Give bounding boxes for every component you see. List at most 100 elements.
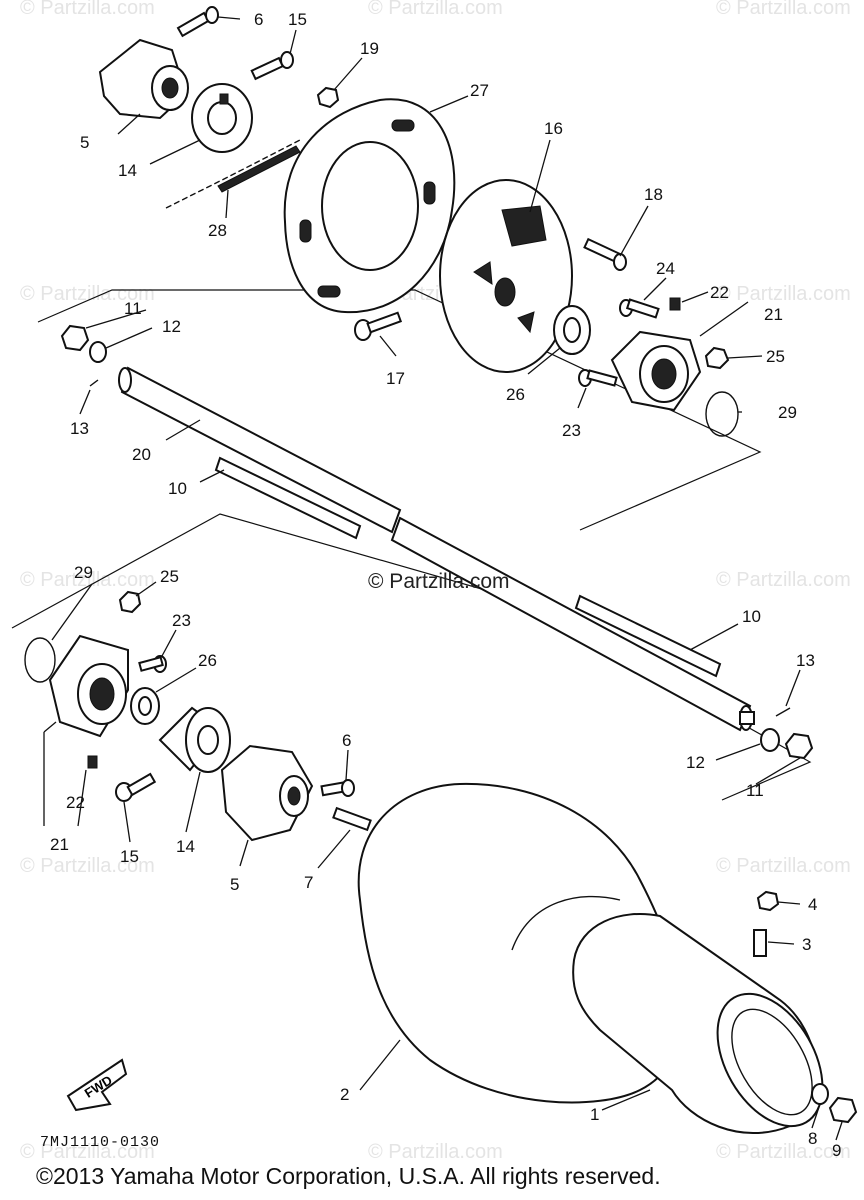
key-10-lower <box>574 594 722 678</box>
washer-12-left <box>89 341 107 363</box>
collar-26-upper <box>553 305 591 355</box>
disc-16 <box>439 179 573 373</box>
callout-28: 28 <box>208 221 227 240</box>
callout-21: 21 <box>764 305 783 324</box>
callout-5: 5 <box>80 133 89 152</box>
callout-21: 21 <box>50 835 69 854</box>
callout-13: 13 <box>70 419 89 438</box>
callout-2: 2 <box>340 1085 349 1104</box>
snap-ring-29-lower <box>24 637 56 683</box>
fitting-22-upper <box>669 297 681 311</box>
nut-9 <box>828 1096 858 1124</box>
bolt-17 <box>354 311 403 341</box>
fwd-arrow-icon: FWD <box>66 1058 128 1112</box>
shaft-20 <box>118 366 755 732</box>
callout-9: 9 <box>832 1141 841 1160</box>
collar-14-upper <box>191 83 253 153</box>
diagram-code: 7MJ1110-0130 <box>40 1134 161 1151</box>
bearing-housing-21-lower <box>48 634 129 738</box>
callout-14: 14 <box>176 837 195 856</box>
callout-18: 18 <box>644 185 663 204</box>
callout-25: 25 <box>160 567 179 586</box>
bearing-housing-21-upper <box>610 330 702 412</box>
callout-16: 16 <box>544 119 563 138</box>
callout-1: 1 <box>590 1105 599 1124</box>
callout-10: 10 <box>168 479 187 498</box>
callout-22: 22 <box>710 283 729 302</box>
hub-5-lower <box>220 744 314 842</box>
callout-26: 26 <box>198 651 217 670</box>
callout-17: 17 <box>386 369 405 388</box>
bolt-18 <box>583 237 627 271</box>
washer-8 <box>811 1083 829 1105</box>
watermark: © Partzilla.com <box>716 1141 851 1163</box>
watermark: © Partzilla.com <box>20 0 155 19</box>
nut-4 <box>756 890 780 912</box>
callout-6: 6 <box>254 10 263 29</box>
bolt-15-upper <box>250 51 294 81</box>
callout-15: 15 <box>120 847 139 866</box>
callout-29: 29 <box>74 563 93 582</box>
snap-ring-29-upper <box>705 391 739 437</box>
callout-19: 19 <box>360 39 379 58</box>
washer-12-right <box>760 728 780 752</box>
bolt-23-upper <box>578 369 618 387</box>
fitting-22-lower <box>87 755 98 769</box>
callout-15: 15 <box>288 10 307 29</box>
bolt-15-lower <box>115 772 157 802</box>
callout-26: 26 <box>506 385 525 404</box>
nut-25-lower <box>118 590 142 614</box>
watermark: © Partzilla.com <box>368 1141 503 1163</box>
watermark: © Partzilla.com <box>20 855 155 877</box>
callout-5: 5 <box>230 875 239 894</box>
callout-4: 4 <box>808 895 817 914</box>
callout-8: 8 <box>808 1129 817 1148</box>
callout-14: 14 <box>118 161 137 180</box>
bolt-23-lower <box>138 655 167 673</box>
watermark: © Partzilla.com <box>716 569 851 591</box>
center-watermark: © Partzilla.com <box>368 570 510 593</box>
callout-12: 12 <box>162 317 181 336</box>
bolt-6-upper <box>176 6 219 38</box>
watermark: © Partzilla.com <box>20 283 155 305</box>
nut-19 <box>316 86 340 109</box>
leader-lines <box>43 16 843 1141</box>
bolt-24 <box>619 298 660 319</box>
collar-26-lower <box>130 687 160 725</box>
callout-27: 27 <box>470 81 489 100</box>
pin-13-left <box>89 379 99 387</box>
callout-3: 3 <box>802 935 811 954</box>
callout-22: 22 <box>66 793 85 812</box>
callout-23: 23 <box>172 611 191 630</box>
callout-labels: 5 6 15 14 28 19 27 16 18 24 22 21 25 29 … <box>50 10 841 1160</box>
watermark-layer: © Partzilla.com © Partzilla.com © Partzi… <box>20 0 851 1163</box>
collar-14-lower <box>158 706 231 773</box>
callout-7: 7 <box>304 873 313 892</box>
hub-5-upper <box>98 38 189 120</box>
upper-assembly-frame <box>37 289 762 531</box>
callout-23: 23 <box>562 421 581 440</box>
callout-13: 13 <box>796 651 815 670</box>
callout-12: 12 <box>686 753 705 772</box>
watermark: © Partzilla.com <box>716 283 851 305</box>
key-10-upper <box>214 456 362 540</box>
callout-10: 10 <box>742 607 761 626</box>
watermark: © Partzilla.com <box>20 569 155 591</box>
nut-11-left <box>60 324 90 352</box>
wheel-1 <box>572 912 824 1135</box>
pin-13-right <box>775 707 791 717</box>
callout-25: 25 <box>766 347 785 366</box>
nut-11-right <box>784 732 814 760</box>
copyright-notice: ©2013 Yamaha Motor Corporation, U.S.A. A… <box>36 1163 661 1189</box>
callout-6: 6 <box>342 731 351 750</box>
valve-stud-3 <box>753 929 767 957</box>
callout-29: 29 <box>778 403 797 422</box>
callout-20: 20 <box>132 445 151 464</box>
watermark: © Partzilla.com <box>368 0 503 19</box>
callout-11: 11 <box>124 299 142 318</box>
sprocket-27 <box>283 98 456 314</box>
nut-25-upper <box>704 346 730 370</box>
watermark: © Partzilla.com <box>716 0 851 19</box>
watermark: © Partzilla.com <box>20 1141 155 1163</box>
